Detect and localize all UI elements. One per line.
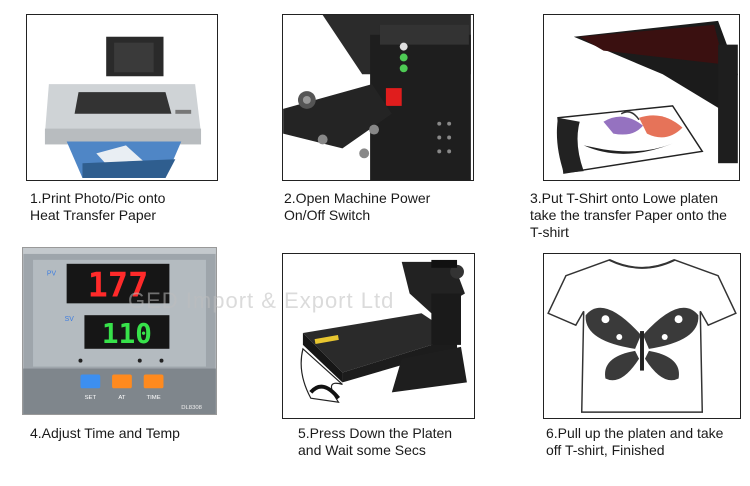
indicator-light-green [399,64,408,73]
press-closed-illustration [300,259,467,403]
step5-caption: 5.Press Down the Platen and Wait some Se… [298,425,453,458]
indicator-light-green [399,53,408,62]
sv-display [84,315,170,349]
temperature-controller-illustration: PV 177 SV 110 SET AT TIME DL8308 [23,248,216,414]
model-label: DL8308 [181,405,202,411]
at-button [112,374,132,389]
step4-caption: 4.Adjust Time and Temp [30,425,180,441]
pv-display [66,263,170,304]
step6-caption: 6.Pull up the platen and take off T-shir… [546,425,724,458]
set-label: SET [85,395,97,401]
indicator-light [399,42,408,51]
heat-press-side-illustration [283,15,471,180]
pv-value: 177 [88,265,149,304]
sv-value: 110 [102,317,152,350]
step3-image [543,14,740,181]
pv-label: PV [47,271,57,278]
step2-caption: 2.Open Machine Power On/Off Switch [284,190,431,223]
time-label: TIME [147,395,161,401]
printer-illustration [44,36,202,179]
finished-tshirt-illustration [547,259,737,413]
set-button [80,374,101,389]
step3-caption: 3.Put T-Shirt onto Lowe platen take the … [530,190,727,240]
at-label: AT [118,395,126,401]
step1-image [26,14,218,181]
step5-image [282,253,475,419]
tshirt-on-platen-illustration [556,20,738,174]
butterfly-print [585,307,699,381]
step4-image: PV 177 SV 110 SET AT TIME DL8308 [22,247,217,415]
time-button [143,374,164,389]
sv-label: SV [65,316,75,323]
power-switch-icon [385,88,402,106]
step6-image [543,253,741,419]
watermark: GED Import & Export Ltd [128,288,395,313]
step2-image [282,14,474,181]
step1-caption: 1.Print Photo/Pic onto Heat Transfer Pap… [30,190,166,223]
